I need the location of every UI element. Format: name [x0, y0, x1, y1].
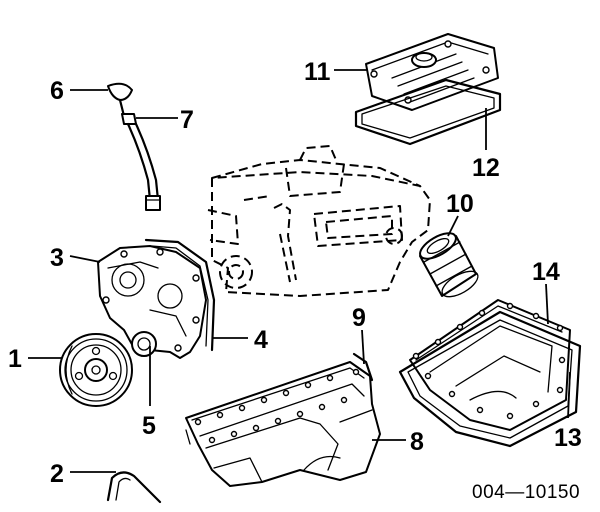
callout-4: 4 — [254, 326, 268, 354]
callout-2: 2 — [50, 460, 64, 488]
drive-belt — [106, 471, 162, 504]
callout-13: 13 — [554, 424, 582, 452]
callout-14: 14 — [532, 258, 560, 286]
document-number: 004—10150 — [472, 482, 580, 503]
callout-1: 1 — [8, 345, 22, 373]
oil-filter — [419, 232, 479, 298]
right-oil-pan-gasket — [398, 310, 582, 448]
callout-3: 3 — [50, 244, 64, 272]
callout-8: 8 — [410, 428, 424, 456]
crankshaft-pulley — [59, 333, 133, 407]
timing-chain-cover — [97, 245, 207, 359]
leader-lines — [28, 69, 571, 473]
oil-pan-bolts — [194, 368, 360, 444]
right-pan-bolts — [412, 302, 566, 420]
valve-cover-gasket — [354, 78, 502, 146]
callout-6: 6 — [50, 77, 64, 105]
callout-7: 7 — [180, 106, 194, 134]
callout-10: 10 — [446, 190, 474, 218]
callout-5: 5 — [142, 412, 156, 440]
callout-11: 11 — [304, 58, 331, 86]
callout-labels: 1 2 3 4 5 6 7 8 9 10 11 12 13 14 — [8, 58, 582, 488]
engine-block-outline — [207, 145, 431, 297]
oil-pan-gasket — [185, 352, 374, 445]
oil-pan — [185, 361, 381, 487]
right-oil-pan — [409, 299, 571, 431]
valve-cover — [365, 33, 499, 111]
timing-cover-gasket — [144, 238, 216, 352]
callout-12: 12 — [472, 154, 500, 182]
dipstick-assembly — [107, 82, 161, 211]
callout-9: 9 — [352, 304, 366, 332]
